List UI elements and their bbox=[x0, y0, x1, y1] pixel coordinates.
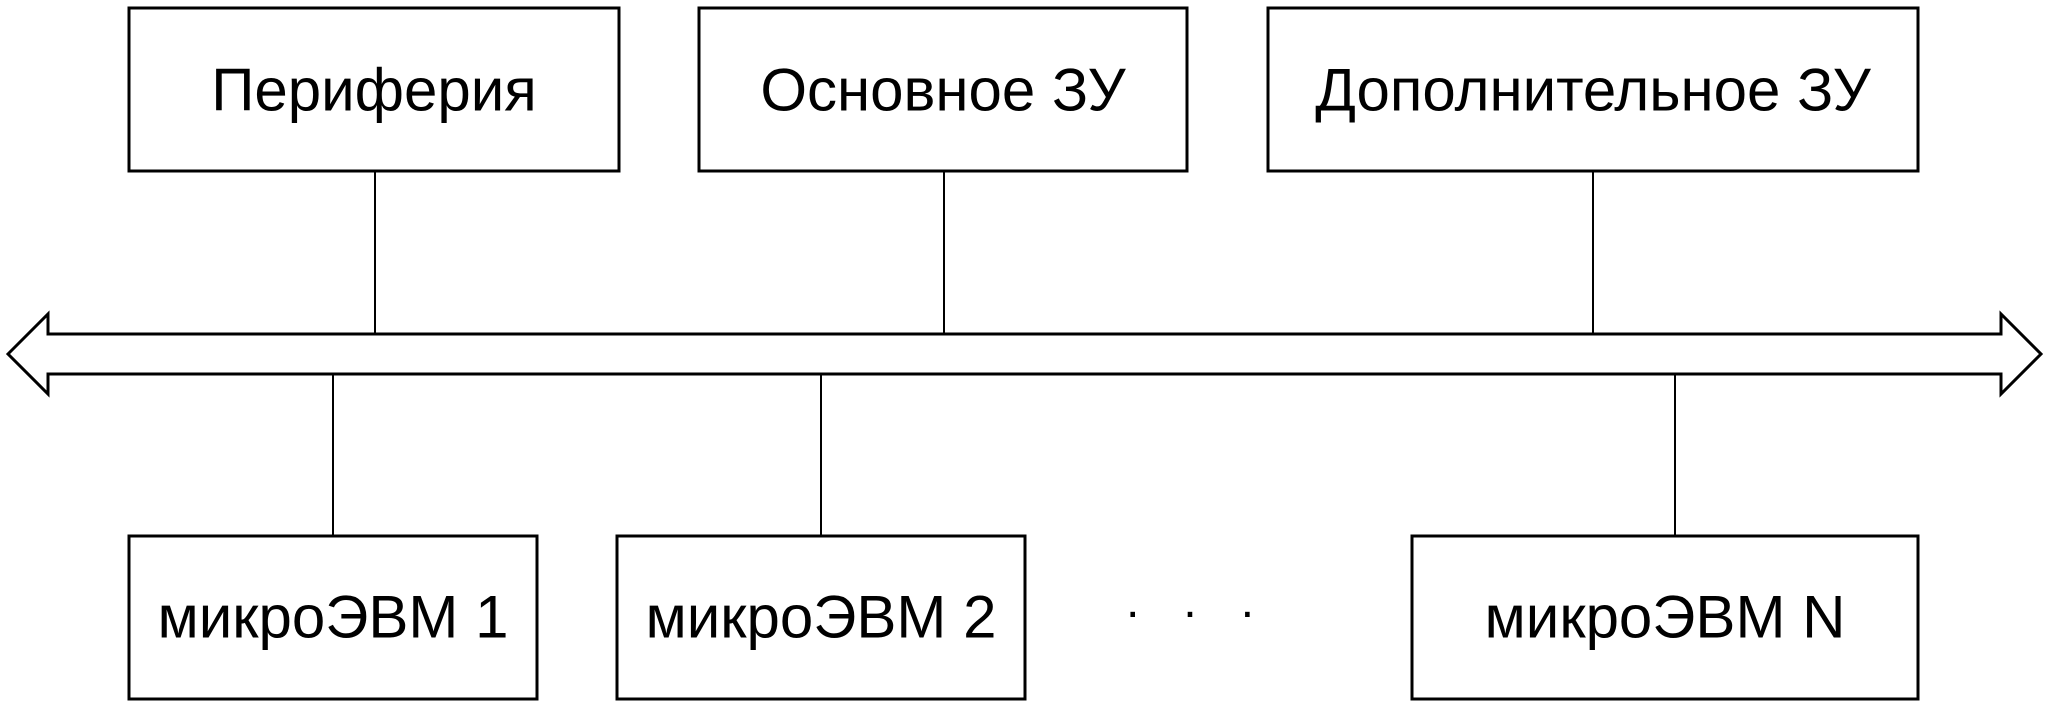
micro-1-label: микроЭВМ 1 bbox=[158, 584, 509, 651]
system-bus-arrow bbox=[5, 310, 2044, 398]
additional-memory-label: Дополнительное ЗУ bbox=[1315, 57, 1871, 124]
micro-n-label: микроЭВМ N bbox=[1485, 584, 1846, 651]
main-memory-block: Основное ЗУ bbox=[697, 6, 1189, 173]
main-memory-label: Основное ЗУ bbox=[760, 57, 1126, 124]
micro-2-block: микроЭВМ 2 bbox=[615, 534, 1027, 701]
micro-n-block: микроЭВМ N bbox=[1410, 534, 1920, 701]
micro-2-label: микроЭВМ 2 bbox=[646, 584, 997, 651]
additional-memory-block: Дополнительное ЗУ bbox=[1266, 6, 1920, 173]
ellipsis: · · · bbox=[1125, 586, 1270, 639]
periphery-block: Периферия bbox=[127, 6, 621, 173]
micro-1-block: микроЭВМ 1 bbox=[127, 534, 539, 701]
periphery-label: Периферия bbox=[211, 57, 537, 124]
